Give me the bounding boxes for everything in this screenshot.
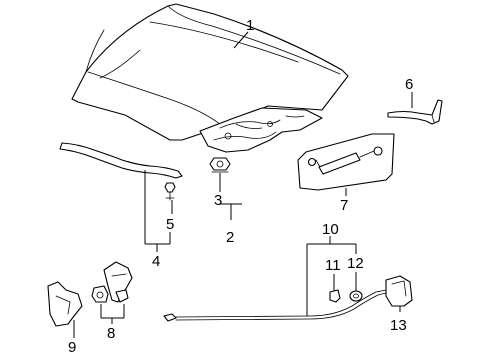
callout-11: 11 (325, 257, 341, 274)
hood-bumper (209, 157, 231, 173)
hood-release-handle (385, 275, 413, 307)
push-clip (164, 182, 176, 201)
callout-2: 2 (226, 229, 234, 246)
lift-support-strut (297, 133, 395, 191)
callout-1: 1 (246, 17, 254, 34)
leader-lines (73, 31, 413, 338)
hood-seal (59, 142, 183, 179)
hood-panel (71, 3, 349, 141)
latch-bracket (47, 281, 83, 327)
callout-7: 7 (340, 197, 348, 214)
callout-13: 13 (390, 317, 407, 334)
hood-stay-bracket (387, 99, 443, 125)
callout-5: 5 (166, 216, 174, 233)
callout-4: 4 (152, 253, 160, 270)
cable-clip (329, 289, 341, 303)
hood-inner-panel (199, 107, 323, 153)
hood-latch (91, 261, 133, 303)
cable-grommet (349, 290, 363, 302)
callout-3: 3 (214, 192, 222, 209)
callout-10: 10 (322, 221, 339, 238)
callout-9: 9 (68, 339, 76, 356)
callout-labels: 1 2 3 4 5 6 7 8 9 10 11 12 13 (68, 17, 413, 356)
callout-12: 12 (347, 255, 364, 272)
callout-8: 8 (107, 325, 115, 342)
hood-release-cable (163, 289, 387, 322)
callout-6: 6 (405, 76, 413, 93)
